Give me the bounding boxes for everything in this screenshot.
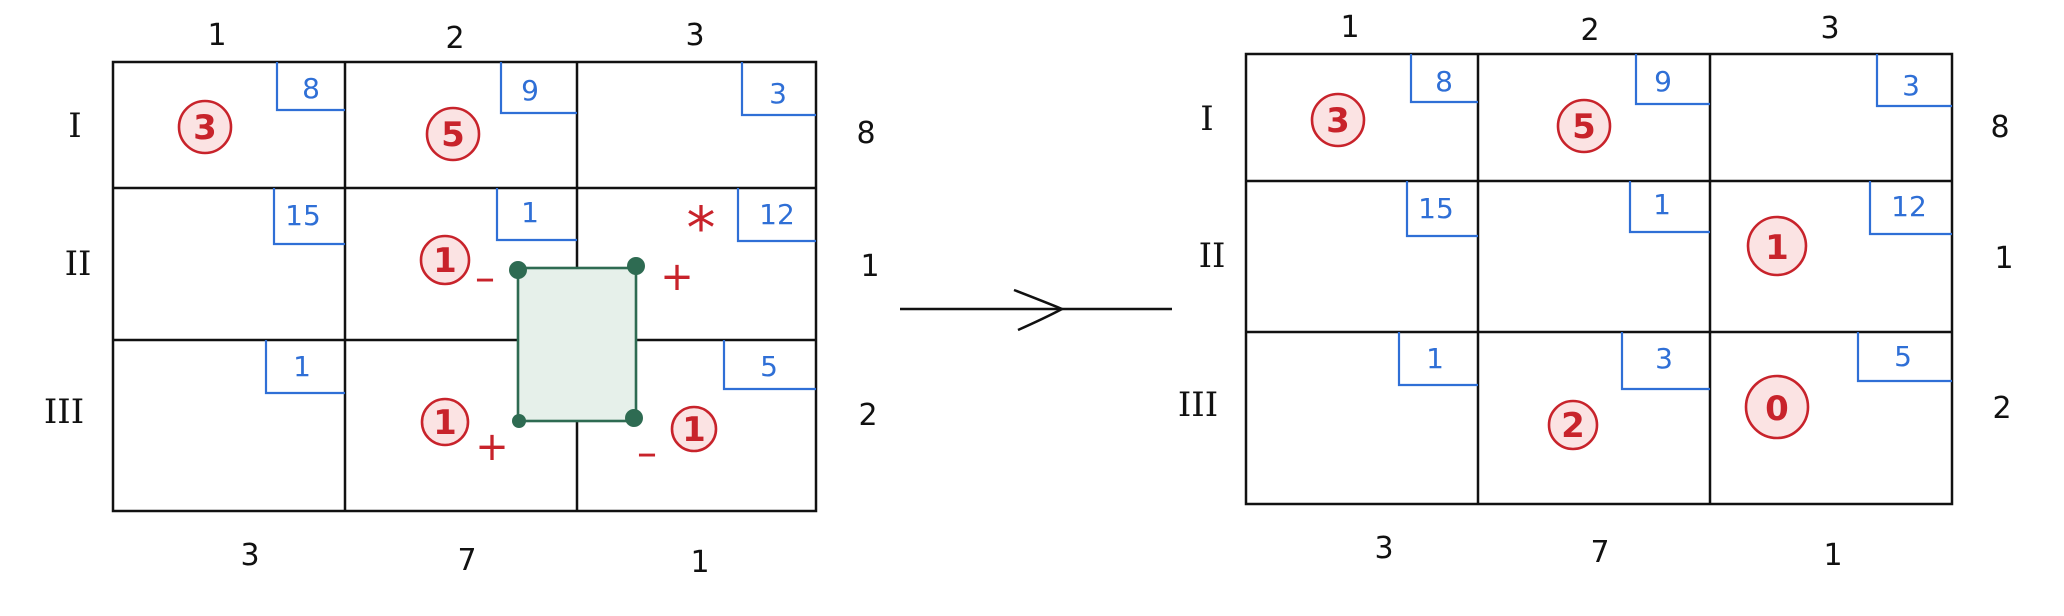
right-alloc-r2c3: 1	[1765, 228, 1789, 268]
right-cost-box	[1628, 181, 1710, 234]
left-alloc-circle-r1c2	[425, 106, 481, 162]
left-cost-box	[722, 340, 816, 391]
left-alloc-r3c2: 1	[433, 403, 457, 443]
right-cost-box	[1620, 332, 1710, 391]
left-alloc-r3c3: 1	[682, 410, 706, 450]
right-cost-box	[1409, 54, 1478, 104]
left-col-header-3: 3	[685, 18, 704, 53]
left-cost-r2c3: 12	[759, 198, 795, 231]
left-col-header-2: 2	[445, 21, 464, 56]
left-cost-box	[740, 62, 816, 117]
left-col-header-1: 1	[207, 18, 226, 53]
left-demand-2: 7	[457, 543, 476, 578]
left-cost-r2c1: 15	[285, 199, 321, 232]
right-cost-box	[1397, 332, 1478, 387]
right-cost-r2c3: 12	[1891, 190, 1927, 223]
right-cost-box	[1868, 181, 1952, 236]
sign-minus-r3c3: –	[637, 430, 657, 476]
right-alloc-r1c1: 3	[1326, 101, 1350, 141]
left-alloc-r2c2: 1	[433, 241, 457, 281]
loop-vertex-dot	[625, 409, 643, 427]
left-cost-box	[736, 188, 816, 243]
right-supply-1: 8	[1990, 110, 2009, 145]
left-row-header-1: I	[68, 106, 81, 146]
right-cost-r2c1: 15	[1418, 192, 1454, 225]
right-col-header-3: 3	[1820, 11, 1839, 46]
left-alloc-circle-r3c3	[670, 405, 718, 453]
left-demand-1: 3	[240, 538, 259, 573]
right-cost-box	[1856, 332, 1952, 383]
left-cost-r2c2: 1	[521, 196, 539, 229]
left-cost-r3c3: 5	[760, 350, 778, 383]
right-row-header-2: II	[1199, 236, 1226, 276]
left-alloc-circle-r1c1	[177, 99, 233, 155]
right-alloc-r3c3: 0	[1765, 389, 1789, 429]
left-alloc-r1c2: 5	[441, 115, 465, 155]
right-cost-box	[1405, 181, 1478, 238]
transition-arrow	[900, 288, 1172, 332]
right-alloc-r1c2: 5	[1572, 107, 1596, 147]
right-grid-border	[1244, 52, 1954, 506]
left-cost-r1c3: 3	[769, 77, 787, 110]
sign-plus-r2c3: +	[660, 254, 694, 300]
left-row-header-2: II	[65, 244, 92, 284]
right-col-header-2: 2	[1580, 13, 1599, 48]
left-cycle-loop	[516, 266, 638, 423]
right-col-header-1: 1	[1340, 10, 1359, 45]
sign-plus-r3c2: +	[475, 424, 509, 470]
right-supply-3: 2	[1992, 391, 2011, 426]
right-cost-r2c2: 1	[1653, 188, 1671, 221]
sign-minus-r2c2: –	[475, 255, 495, 301]
right-demand-1: 3	[1374, 531, 1393, 566]
left-alloc-circle-r3c2	[420, 397, 470, 447]
right-row-header-3: III	[1178, 385, 1218, 425]
right-row-header-1: I	[1200, 99, 1213, 139]
right-alloc-circle-r1c2	[1556, 98, 1612, 154]
left-alloc-circle-r2c2	[419, 234, 471, 286]
entering-cell-star: *	[687, 194, 716, 262]
right-demand-2: 7	[1590, 535, 1609, 570]
right-alloc-circle-r3c2	[1547, 399, 1599, 451]
left-cost-r3c1: 1	[293, 350, 311, 383]
left-cost-box	[264, 340, 345, 395]
left-table: 1 2 3 I II III 8 1 2 3 7 1 8 9 3 15 1	[44, 18, 880, 580]
right-cost-r1c3: 3	[1902, 69, 1920, 102]
left-alloc-r1c1: 3	[193, 108, 217, 148]
right-alloc-circle-r3c3	[1744, 374, 1810, 440]
right-alloc-r3c2: 2	[1561, 406, 1585, 446]
right-demand-3: 1	[1823, 538, 1842, 573]
right-cost-box	[1634, 54, 1710, 106]
left-row-header-3: III	[44, 392, 84, 432]
right-cost-r1c1: 8	[1435, 65, 1453, 98]
right-alloc-circle-r2c3	[1746, 215, 1808, 277]
right-supply-2: 1	[1994, 241, 2013, 276]
left-supply-1: 8	[856, 116, 875, 151]
right-cost-r1c2: 9	[1654, 65, 1672, 98]
left-cost-box	[272, 188, 345, 246]
loop-vertex-dot	[627, 257, 645, 275]
right-cost-r3c3: 5	[1894, 340, 1912, 373]
left-supply-2: 1	[860, 249, 879, 284]
left-supply-3: 2	[858, 398, 877, 433]
left-cost-box	[495, 188, 577, 242]
left-cost-box	[275, 62, 345, 112]
right-alloc-circle-r1c1	[1310, 92, 1366, 148]
right-cost-r3c2: 3	[1655, 342, 1673, 375]
left-demand-3: 1	[690, 545, 709, 580]
left-grid-border	[111, 60, 818, 513]
left-cost-box	[499, 62, 577, 115]
right-cost-box	[1875, 54, 1952, 108]
right-table: 1 2 3 I II III 8 1 2 3 7 1 8 9 3 15	[1178, 10, 2014, 573]
loop-vertex-dot	[509, 261, 527, 279]
right-cost-r3c1: 1	[1426, 342, 1444, 375]
loop-vertex-dot	[512, 414, 526, 428]
left-cost-r1c1: 8	[302, 72, 320, 105]
left-cost-r1c2: 9	[521, 74, 539, 107]
